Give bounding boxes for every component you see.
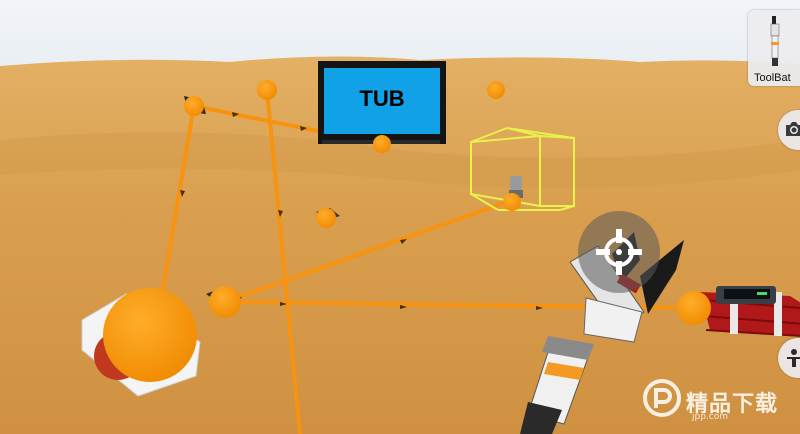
camera-icon — [786, 122, 800, 136]
player-pose-button[interactable] — [778, 338, 800, 378]
p-logo-icon — [643, 379, 681, 417]
wire-arrow — [278, 210, 283, 217]
player-pose-icon — [787, 349, 800, 367]
monitor-label: TUB — [359, 86, 405, 111]
wire-node[interactable] — [257, 80, 277, 100]
wire — [223, 198, 514, 304]
wire-node[interactable] — [373, 135, 391, 153]
watermark-text: 精品下载 — [686, 392, 779, 417]
dunes — [0, 56, 800, 434]
dune-shadow — [0, 132, 800, 188]
watermark-sub: jpp.com — [692, 412, 729, 422]
wire-nodes — [184, 80, 521, 318]
selected-tool-label: ToolBat — [754, 72, 791, 84]
wire-node[interactable] — [503, 193, 521, 211]
wire-arrow — [280, 302, 287, 306]
wire-node[interactable] — [209, 286, 241, 318]
sky — [0, 0, 800, 70]
selected-tool-panel[interactable]: ToolBat — [748, 10, 800, 86]
dynamite[interactable] — [677, 286, 800, 337]
wire-arrow — [400, 305, 407, 309]
tool-stick-icon — [770, 16, 780, 66]
tv-monitor[interactable] — [318, 61, 446, 144]
aim-button[interactable] — [578, 211, 660, 293]
camera-button[interactable] — [778, 110, 800, 150]
wire-arrows — [180, 112, 543, 310]
monitor-screen — [324, 68, 440, 134]
watermark: 精品下载 jpp.com — [640, 374, 800, 424]
wire — [265, 88, 302, 434]
crosshair-icon — [596, 229, 642, 275]
wire-node[interactable] — [316, 208, 336, 228]
wire-arrow — [180, 190, 185, 197]
wire-node[interactable] — [184, 96, 204, 116]
wire-arrow — [232, 112, 239, 117]
sensor-block[interactable] — [81, 288, 201, 397]
wire-node[interactable] — [487, 81, 505, 99]
wire-arrow — [400, 239, 407, 244]
wire — [158, 104, 196, 308]
wire-arrow — [536, 306, 543, 310]
wire-arrow — [300, 126, 307, 131]
